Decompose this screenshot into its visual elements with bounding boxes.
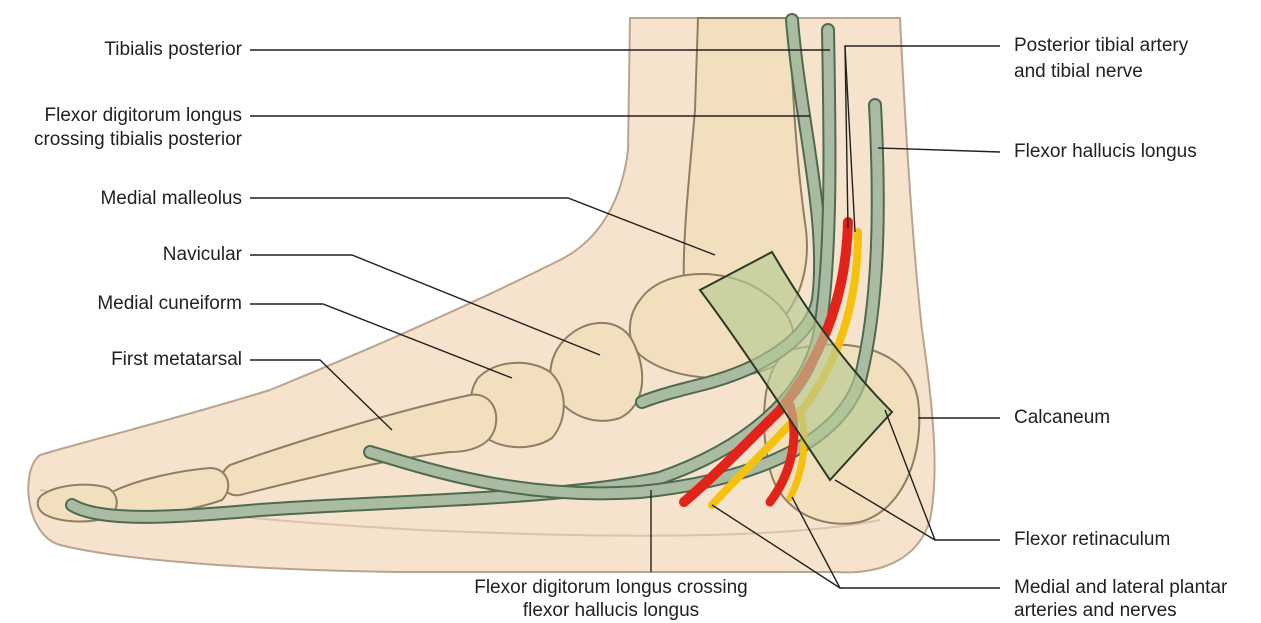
- label-first-metatarsal: First metatarsal: [111, 348, 242, 372]
- label-flexor-retinaculum: Flexor retinaculum: [1014, 528, 1170, 552]
- label-navicular: Navicular: [163, 243, 242, 267]
- label-fdl-crossing-tp-line1: Flexor digitorum longus: [45, 104, 242, 128]
- label-fdl-crossing-fhl-line1: Flexor digitorum longus crossing: [451, 576, 771, 600]
- label-flexor-hallucis-longus: Flexor hallucis longus: [1014, 140, 1197, 164]
- label-posterior-tibial-line1: Posterior tibial artery: [1014, 34, 1188, 58]
- label-tibialis-posterior: Tibialis posterior: [104, 38, 242, 62]
- label-calcaneum: Calcaneum: [1014, 406, 1110, 430]
- label-fdl-crossing-fhl-line2: flexor hallucis longus: [451, 599, 771, 623]
- label-plantar-line2: arteries and nerves: [1014, 599, 1177, 623]
- label-posterior-tibial-line2: and tibial nerve: [1014, 60, 1143, 84]
- label-medial-malleolus: Medial malleolus: [100, 187, 242, 211]
- label-fdl-crossing-tp-line2: crossing tibialis posterior: [34, 128, 242, 152]
- label-plantar-line1: Medial and lateral plantar: [1014, 576, 1227, 600]
- label-medial-cuneiform: Medial cuneiform: [97, 292, 242, 316]
